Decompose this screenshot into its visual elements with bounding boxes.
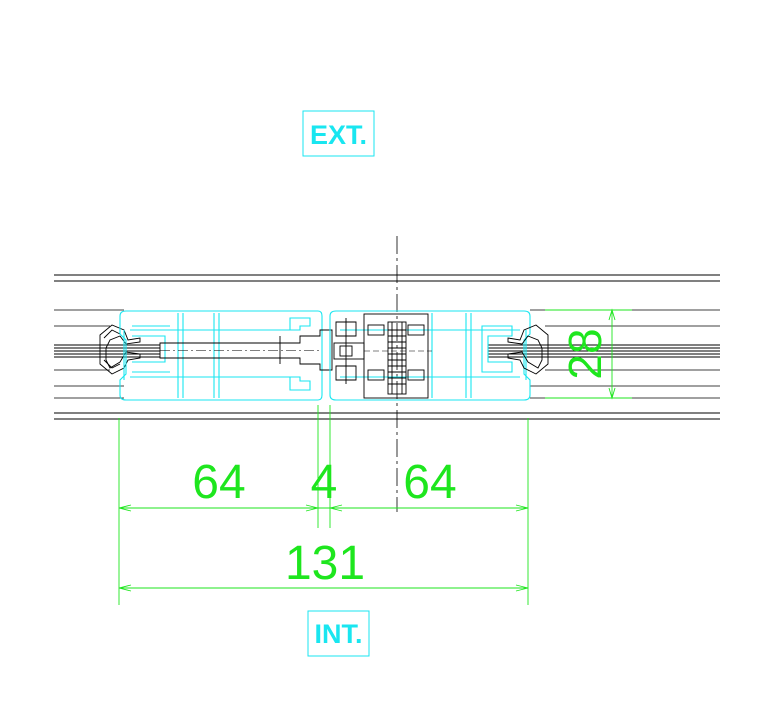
- left-core: [159, 329, 333, 371]
- gap-dimension: 4: [311, 456, 338, 509]
- interior-face-lines: [54, 412, 720, 420]
- overall-dimension: 131: [118, 537, 529, 592]
- left-mullion-profile: [119, 310, 323, 401]
- exterior-face-lines: [54, 274, 720, 282]
- exterior-label-text: EXT.: [310, 120, 367, 150]
- total-width-dimension: 131: [285, 537, 365, 590]
- depth-dimension: 28: [545, 308, 632, 400]
- left-width-dimension: 64: [192, 456, 245, 509]
- depth-dimension-value: 28: [559, 328, 611, 379]
- interior-label-text: INT.: [314, 619, 362, 649]
- right-width-dimension: 64: [403, 456, 456, 509]
- dimension-chain: 64 4 64: [118, 456, 529, 512]
- left-gasket: [99, 324, 141, 375]
- splice-bracket: [333, 313, 432, 399]
- interior-label: INT.: [307, 610, 370, 657]
- exterior-label: EXT.: [302, 110, 375, 157]
- right-mullion-profile: [329, 310, 531, 401]
- dimension-extension-lines: [118, 405, 529, 605]
- left-glass-panel: [54, 309, 160, 399]
- right-gasket: [507, 324, 549, 375]
